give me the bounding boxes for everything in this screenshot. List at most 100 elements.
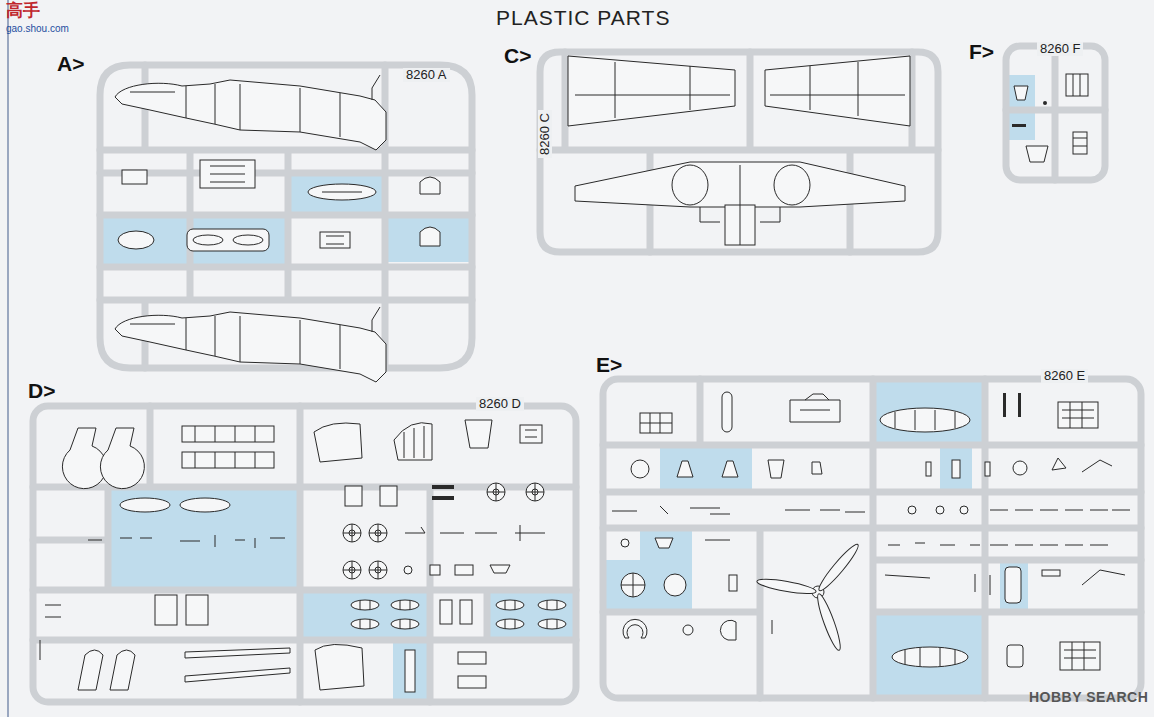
sprue-part bbox=[768, 460, 784, 478]
sprue-frame: F>8260 F bbox=[1003, 42, 1107, 182]
sprue-part bbox=[155, 595, 177, 625]
sprue-part bbox=[385, 215, 473, 262]
sprue-part bbox=[1018, 393, 1021, 417]
sprue-part bbox=[460, 600, 472, 624]
sprue-part bbox=[873, 612, 985, 700]
sprue-part bbox=[115, 75, 386, 150]
sprue-part bbox=[1012, 124, 1026, 127]
sprue-part bbox=[118, 231, 154, 249]
sprue-part bbox=[314, 423, 362, 462]
sprue-part bbox=[308, 184, 376, 200]
sprue-frame: E>8260 E bbox=[600, 375, 1143, 700]
sprue-part bbox=[185, 668, 290, 682]
sprue-part bbox=[405, 525, 545, 541]
sprue-d bbox=[33, 406, 576, 702]
sprue-part bbox=[1006, 46, 1105, 180]
sprue-part bbox=[575, 62, 730, 118]
sprue-part bbox=[705, 540, 730, 541]
sprue-part bbox=[487, 483, 505, 501]
sprue-part bbox=[185, 648, 290, 658]
watermark: HOBBY SEARCH bbox=[1029, 690, 1148, 705]
sprue-part bbox=[394, 423, 432, 460]
sprue-number: 8260 D bbox=[476, 397, 524, 411]
sprue-part bbox=[621, 539, 629, 547]
sprue-part bbox=[195, 452, 255, 468]
sprue-number: 8260 F bbox=[1037, 42, 1083, 56]
sprue-part bbox=[655, 538, 673, 548]
sprue-part bbox=[940, 445, 972, 492]
sprue-part bbox=[391, 619, 419, 629]
sprue-part bbox=[345, 486, 362, 506]
sprue-part bbox=[700, 165, 780, 245]
sprue-part bbox=[800, 394, 830, 410]
sprue-part bbox=[180, 498, 230, 512]
sprue-part bbox=[885, 574, 990, 595]
page-title: PLASTIC PARTS bbox=[496, 6, 670, 29]
sprue-part bbox=[180, 535, 285, 548]
sprue-part bbox=[115, 307, 386, 382]
sprue-part bbox=[487, 590, 575, 640]
sprue-part bbox=[420, 227, 440, 246]
sprue-part bbox=[369, 561, 387, 579]
sprue-part bbox=[343, 524, 361, 542]
sprue-part bbox=[892, 647, 968, 667]
sprue-part bbox=[814, 592, 844, 652]
sprue-part bbox=[490, 565, 510, 573]
sprue-part bbox=[455, 565, 473, 575]
sprue-part bbox=[1073, 138, 1087, 146]
sprue-part bbox=[540, 52, 938, 252]
sprue-part bbox=[393, 640, 430, 702]
sprue-part bbox=[33, 406, 576, 702]
sprue-part bbox=[602, 560, 692, 612]
sprue-part bbox=[990, 510, 1130, 511]
sprue-frame: D>8260 D bbox=[30, 403, 578, 705]
sprue-part bbox=[465, 420, 492, 448]
sprue-part bbox=[458, 676, 486, 688]
sprue-part bbox=[526, 483, 544, 501]
sprue-part bbox=[722, 392, 732, 432]
sprue-part bbox=[1052, 458, 1066, 470]
sprue-part bbox=[770, 62, 905, 116]
sprue-part bbox=[621, 573, 645, 597]
sprue-part bbox=[420, 177, 440, 194]
sprue-part bbox=[538, 619, 566, 629]
sprue-part bbox=[664, 574, 686, 596]
sprue-part bbox=[520, 425, 542, 443]
sprue-part bbox=[458, 652, 486, 664]
sprue-frame: A>8260 A bbox=[97, 60, 475, 370]
sprue-letter: C> bbox=[504, 44, 531, 67]
sprue-part bbox=[873, 378, 985, 445]
sprue-part bbox=[432, 485, 454, 489]
sprue-part bbox=[233, 235, 263, 245]
sprue-part bbox=[1026, 146, 1048, 162]
sprue-frame: C>8260 C bbox=[540, 48, 940, 255]
sprue-part bbox=[380, 486, 397, 506]
sprue-part bbox=[1013, 461, 1027, 475]
sprue-part bbox=[182, 426, 274, 442]
sprue-part bbox=[351, 619, 379, 629]
sprue-part bbox=[193, 235, 223, 245]
sprue-part bbox=[1082, 570, 1125, 585]
sprue-part bbox=[1042, 570, 1060, 576]
sprue-part bbox=[1043, 101, 1047, 105]
sprue-part bbox=[772, 620, 773, 634]
sprue-part bbox=[926, 462, 931, 476]
sprue-part bbox=[187, 229, 269, 251]
sprue-part bbox=[195, 426, 255, 442]
sprue-part bbox=[640, 413, 672, 433]
sprue-part bbox=[812, 462, 822, 474]
sprue-part bbox=[672, 165, 708, 205]
sprue-part bbox=[1006, 46, 1105, 180]
sprue-part bbox=[343, 561, 361, 579]
sprue-part bbox=[404, 426, 424, 458]
sprue-part bbox=[1066, 74, 1088, 96]
sprue-part bbox=[1073, 74, 1080, 96]
sprue-part bbox=[952, 460, 960, 478]
sprue-part bbox=[88, 538, 152, 540]
sprue-letter: E> bbox=[596, 353, 622, 376]
sprue-part bbox=[722, 461, 738, 477]
sprue-part bbox=[568, 56, 735, 126]
sprue-part bbox=[774, 165, 810, 205]
sprue-part bbox=[756, 541, 862, 652]
